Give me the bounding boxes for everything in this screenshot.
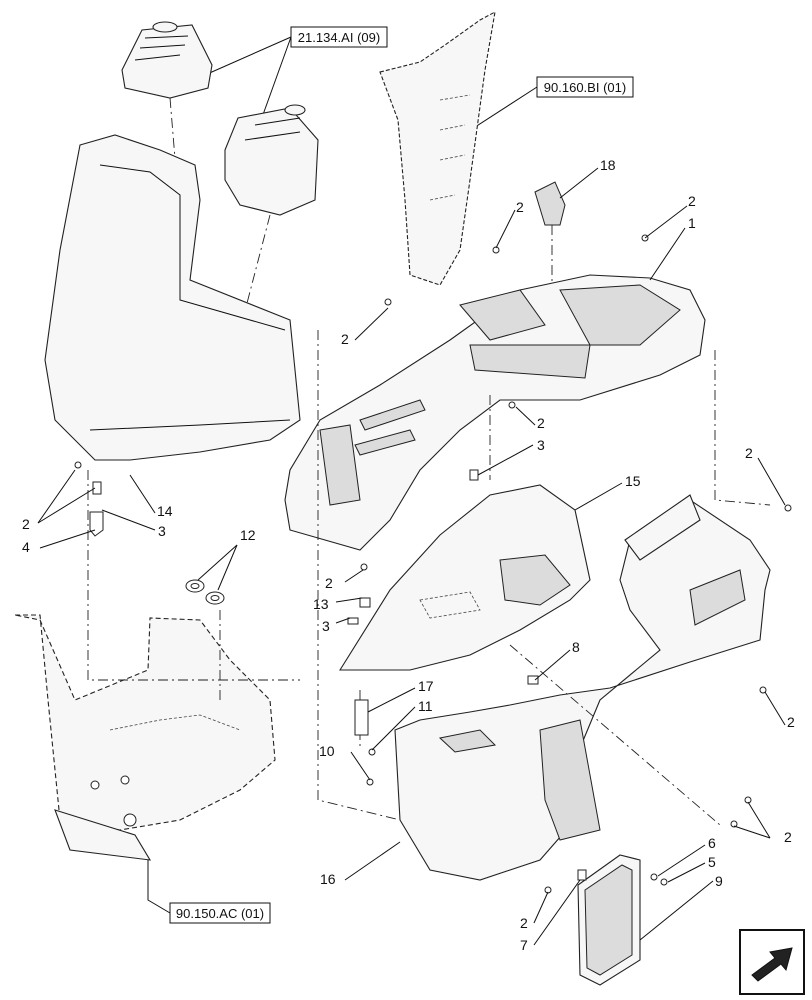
callout-label: 2 (520, 915, 528, 931)
callout-label: 2 (787, 714, 795, 730)
callout-label: 2 (325, 575, 333, 591)
callout-label: 4 (22, 539, 30, 555)
callout-label: 15 (625, 473, 641, 489)
callout-label: 17 (418, 678, 434, 694)
upper-console-panel (284, 274, 706, 551)
reference-box-90-160[interactable]: 90.160.BI (01) (536, 76, 634, 98)
reference-box-21-134[interactable]: 21.134.AI (09) (290, 26, 388, 48)
grommet-pair (185, 579, 225, 605)
leader-line (204, 36, 292, 76)
left-pillar-panel (44, 134, 301, 461)
screw (384, 298, 392, 306)
callout-label: 6 (708, 835, 716, 851)
callout-labels: 2 1 18 2 2 2 3 15 2 14 3 4 2 12 2 13 3 8… (22, 157, 795, 953)
callout-label: 9 (715, 873, 723, 889)
callout-label: 8 (572, 639, 580, 655)
callout-label: 2 (341, 331, 349, 347)
callout-leaders (37, 167, 786, 946)
screw (660, 878, 668, 886)
callout-label: 3 (322, 618, 330, 634)
screw (368, 748, 376, 756)
grab-handle (534, 181, 566, 226)
screw (759, 686, 767, 694)
reference-box-90-150[interactable]: 90.150.AC (01) (169, 902, 271, 924)
screw (744, 796, 752, 804)
screw (366, 778, 374, 786)
callout-label: 2 (516, 199, 524, 215)
clip (92, 481, 102, 495)
inner-console-panel (339, 484, 591, 671)
clip (527, 675, 539, 685)
alignment-line (317, 330, 401, 821)
callout-label: 10 (319, 743, 335, 759)
callout-label: 3 (158, 523, 166, 539)
callout-label: 12 (240, 527, 256, 543)
screw (730, 820, 738, 828)
reference-label: 90.150.AC (01) (176, 906, 264, 921)
callout-label: 2 (784, 829, 792, 845)
screw (784, 504, 792, 512)
callout-label: 5 (708, 854, 716, 870)
callout-label: 3 (537, 437, 545, 453)
reference-label: 90.160.BI (01) (544, 80, 626, 95)
gear-boot-upper (121, 21, 213, 99)
clip (359, 597, 371, 608)
side-cover-panel (394, 494, 771, 881)
vent-grille (577, 854, 641, 986)
steering-column-cover (379, 10, 496, 286)
leader-line (259, 36, 292, 124)
cab-floor (14, 614, 276, 861)
leader-line (147, 860, 171, 914)
callout-label: 2 (745, 445, 753, 461)
bracket (89, 511, 104, 537)
callout-label: 11 (418, 698, 433, 714)
gear-boot-lower (224, 104, 319, 216)
clip (347, 617, 359, 625)
clip (469, 469, 479, 481)
callout-label: 16 (320, 871, 336, 887)
clip (577, 869, 587, 881)
callout-label: 18 (600, 157, 616, 173)
screw (508, 401, 516, 409)
callout-label: 2 (688, 193, 696, 209)
screw (74, 461, 82, 469)
callout-label: 2 (22, 516, 30, 532)
callout-label: 14 (157, 503, 173, 519)
callout-label: 7 (520, 937, 528, 953)
bracket (354, 699, 369, 736)
callout-label: 13 (313, 596, 329, 612)
alignment-line (714, 350, 771, 506)
alignment-line (509, 644, 721, 826)
callout-label: 1 (688, 215, 696, 231)
washer (650, 873, 658, 881)
screw (360, 563, 368, 571)
alignment-line (87, 470, 300, 681)
callout-label: 2 (537, 415, 545, 431)
reference-label: 21.134.AI (09) (298, 30, 380, 45)
arrow-next-page-icon[interactable] (739, 929, 805, 995)
